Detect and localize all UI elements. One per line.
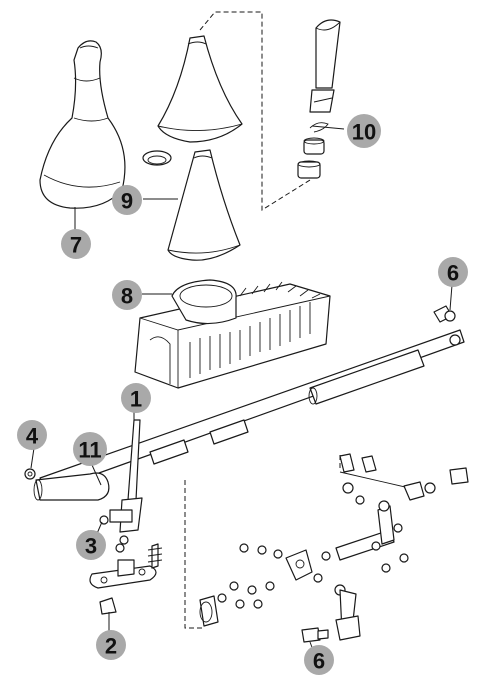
washer-chain <box>199 543 323 627</box>
callout-8: 8 <box>112 280 142 310</box>
callout-2: 2 <box>96 630 126 660</box>
callout-4: 4 <box>17 420 47 450</box>
callout-11: 11 <box>73 432 107 466</box>
console-housing <box>134 279 331 389</box>
callout-10-label: 10 <box>352 120 376 145</box>
callout-3-label: 3 <box>85 534 97 559</box>
callout-6-top: 6 <box>438 257 468 287</box>
callout-6-bottom-label: 6 <box>313 649 325 674</box>
mounting-plate <box>89 543 163 615</box>
callout-10: 10 <box>347 114 381 148</box>
callout-9-label: 9 <box>121 189 133 214</box>
callout-8-label: 8 <box>121 284 133 309</box>
callout-1: 1 <box>121 383 151 413</box>
lower-linkage <box>321 453 469 573</box>
lower-lever-arm <box>334 584 361 641</box>
bolt-top-right <box>433 305 456 323</box>
callout-7: 7 <box>61 229 91 259</box>
callout-1-label: 1 <box>130 387 142 412</box>
gear-lever <box>109 419 143 545</box>
lower-cone-boot <box>167 149 241 261</box>
gear-knob-boot <box>39 40 126 209</box>
callout-6-top-label: 6 <box>447 261 459 286</box>
callout-9: 9 <box>112 185 142 215</box>
clip-and-bushings <box>297 122 329 179</box>
callout-11-label: 11 <box>78 438 101 463</box>
upper-cone-boot <box>157 35 243 143</box>
callout-7-label: 7 <box>70 233 82 258</box>
end-ring <box>24 468 36 480</box>
boot-ring <box>142 150 172 166</box>
shift-rod <box>39 329 465 493</box>
callout-6-bottom: 6 <box>304 645 334 675</box>
callout-4-label: 4 <box>26 424 39 449</box>
lever-clip <box>99 515 125 553</box>
shift-handle-upper <box>309 19 341 113</box>
callout-3: 3 <box>76 530 106 560</box>
bolt-bottom <box>301 627 329 643</box>
callout-2-label: 2 <box>105 634 117 659</box>
